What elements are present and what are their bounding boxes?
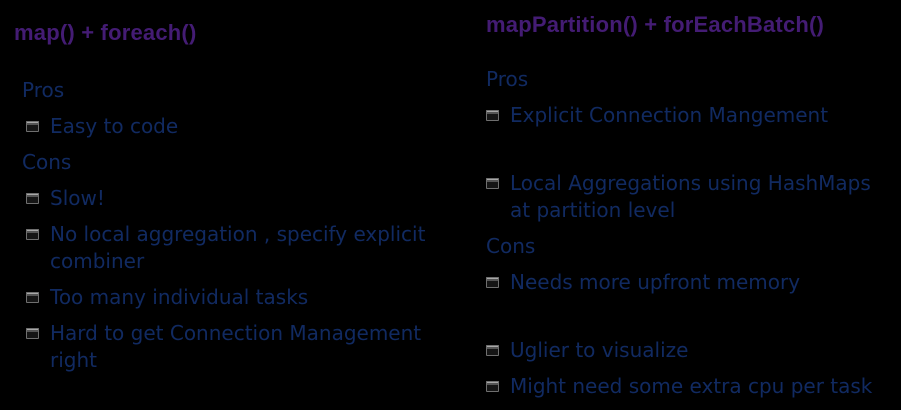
square-bullet-icon	[26, 121, 39, 132]
list-item-text: Explicit Connection Mangement	[510, 103, 829, 127]
right-pros-label: Pros	[486, 67, 529, 91]
square-bullet-icon	[486, 178, 499, 189]
square-bullet-icon	[26, 292, 39, 303]
list-item-text: Hard to get Connection Management right	[50, 321, 422, 372]
list-item: Slow!	[26, 185, 462, 212]
list-item: Easy to code	[26, 113, 462, 140]
left-cons-label: Cons	[22, 150, 72, 174]
square-bullet-icon	[486, 381, 499, 392]
square-bullet-icon	[26, 229, 39, 240]
right-cons-label: Cons	[486, 234, 536, 258]
left-panel: map() + foreach() Pros Easy to code Cons…	[14, 20, 462, 374]
list-item-text: Uglier to visualize	[510, 338, 689, 362]
right-panel-title: mapPartition() + forEachBatch()	[486, 12, 825, 37]
list-item: No local aggregation , specify explicit …	[26, 221, 462, 275]
right-pros-list: Explicit Connection Mangement Local Aggr…	[486, 102, 898, 224]
list-item-text: Might need some extra cpu per task	[510, 374, 873, 398]
list-item-text: Local Aggregations using HashMaps at par…	[510, 171, 871, 222]
list-item: Might need some extra cpu per task	[486, 373, 898, 400]
square-bullet-icon	[26, 193, 39, 204]
list-item: Explicit Connection Mangement	[486, 102, 898, 129]
left-cons-list: Slow! No local aggregation , specify exp…	[14, 185, 462, 374]
square-bullet-icon	[486, 345, 499, 356]
square-bullet-icon	[486, 277, 499, 288]
list-item-text: No local aggregation , specify explicit …	[50, 222, 426, 273]
right-cons-list: Needs more upfront memory Uglier to visu…	[486, 269, 898, 400]
list-item: Needs more upfront memory	[486, 269, 898, 296]
right-panel-body: Pros Explicit Connection Mangement Local…	[486, 66, 898, 400]
list-item: Hard to get Connection Management right	[26, 320, 462, 374]
list-item-text: Slow!	[50, 186, 105, 210]
left-pros-label: Pros	[22, 78, 65, 102]
list-item-text: Too many individual tasks	[50, 285, 309, 309]
square-bullet-icon	[486, 110, 499, 121]
list-item-text: Easy to code	[50, 114, 179, 138]
left-pros-list: Easy to code	[14, 113, 462, 140]
list-item: Uglier to visualize	[486, 337, 898, 364]
right-panel: mapPartition() + forEachBatch() Pros Exp…	[486, 12, 898, 400]
list-item: Local Aggregations using HashMaps at par…	[486, 170, 898, 224]
left-panel-body: Pros Easy to code Cons Slow! No local ag…	[14, 77, 462, 374]
list-item-text: Needs more upfront memory	[510, 270, 801, 294]
square-bullet-icon	[26, 328, 39, 339]
left-panel-title: map() + foreach()	[14, 20, 197, 45]
list-item: Too many individual tasks	[26, 284, 462, 311]
